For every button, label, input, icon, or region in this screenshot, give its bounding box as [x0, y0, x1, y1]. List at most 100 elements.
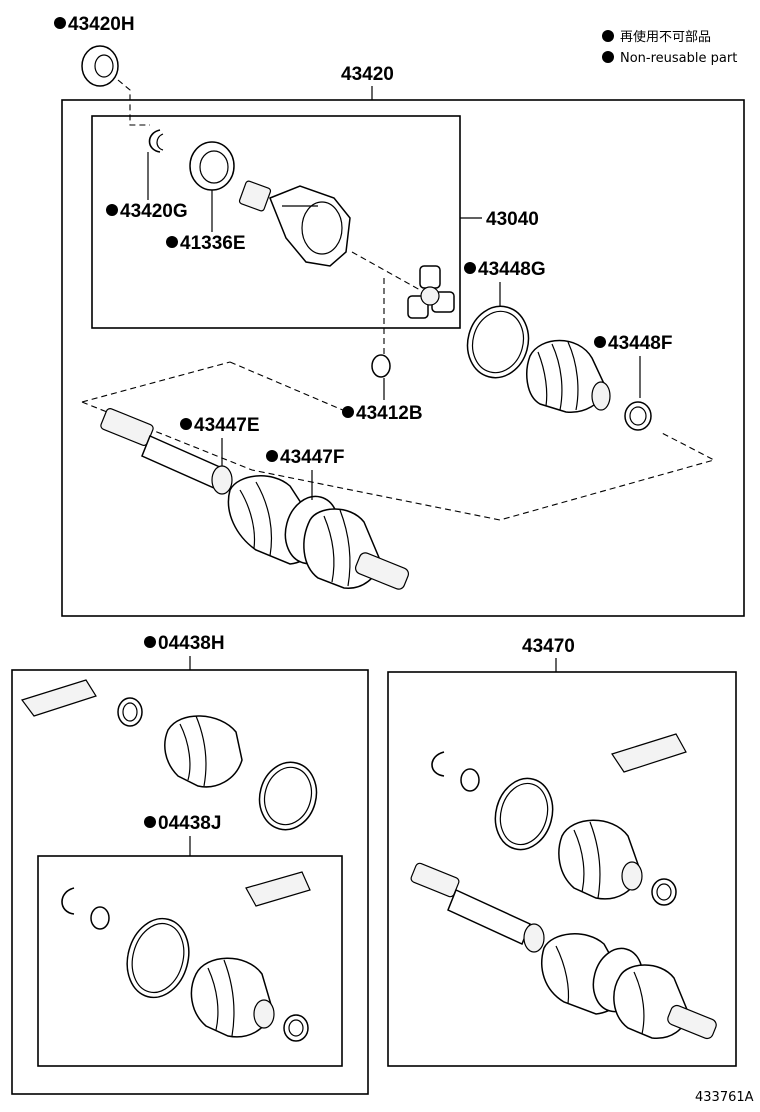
shaft-stub-end	[667, 1004, 717, 1040]
housing-body	[269, 185, 351, 267]
label-43420G: 43420G	[120, 201, 188, 222]
non-reusable-bullet	[180, 418, 192, 430]
clamp-inner	[471, 310, 525, 374]
label-43470: 43470	[522, 636, 575, 657]
kit-04438H[interactable]: 04438H	[11, 633, 369, 1095]
small-ring	[460, 768, 480, 792]
joint-housing[interactable]	[238, 180, 351, 267]
housing-stem	[238, 180, 272, 212]
non-reusable-bullet	[166, 236, 178, 248]
small-clamp-inner	[656, 883, 672, 901]
small-clamp-inner	[288, 1019, 304, 1037]
small-clamp	[283, 1014, 309, 1042]
non-reusable-bullet	[106, 204, 118, 216]
snap-ring-43420G	[148, 129, 161, 153]
non-reusable-bullet	[54, 17, 66, 29]
part-43447E[interactable]: 43447E	[180, 415, 260, 466]
seal-inner	[94, 54, 114, 78]
label-43420: 43420	[341, 64, 394, 85]
frame-04438J	[37, 855, 343, 1067]
boot-fold-2	[589, 821, 601, 899]
label-04438H: 04438H	[158, 633, 225, 654]
part-41336E[interactable]: 41336E	[166, 141, 246, 254]
label-43448F: 43448F	[608, 333, 672, 354]
dashed-edge-top-left	[81, 361, 231, 403]
boot[interactable]	[526, 339, 611, 413]
frame-04438H	[11, 669, 369, 1095]
boot2-fold	[633, 971, 645, 1035]
shaft-stub-end	[354, 552, 410, 590]
large-clamp-inner	[131, 922, 185, 994]
frame-43470	[387, 671, 737, 1067]
small-clamp	[651, 878, 677, 906]
tripod-joint[interactable]	[407, 265, 455, 319]
boot-04438H	[164, 715, 243, 788]
drive-shaft[interactable]	[100, 407, 411, 591]
shaft-collar	[211, 465, 233, 495]
ring-inner	[199, 150, 229, 184]
non-reusable-bullet	[342, 406, 354, 418]
boot2-fold-2	[339, 509, 351, 587]
boot-fold-1	[573, 829, 585, 893]
tripod-hub	[420, 286, 440, 306]
legend-bullet-jp	[602, 30, 614, 42]
boot1-fold-2	[255, 481, 273, 557]
label-43040: 43040	[486, 209, 539, 230]
label-43412B: 43412B	[356, 403, 423, 424]
housing-opening	[301, 201, 343, 255]
part-43420G[interactable]: 43420G	[106, 129, 188, 222]
seal-43420H-shape	[81, 45, 119, 87]
boot-fold-2	[551, 343, 563, 411]
small-clamp	[117, 697, 143, 727]
shaft-bar	[141, 434, 223, 490]
frame-43040	[91, 115, 461, 329]
frame-43420	[61, 99, 745, 617]
boot-neck	[621, 861, 643, 891]
kit-04438J[interactable]: 04438J	[37, 813, 343, 1067]
clamp-43448G	[466, 305, 530, 379]
boot-neck	[591, 381, 611, 411]
tripod-top	[419, 265, 441, 289]
legend: 再使用不可部品 Non-reusable part	[602, 29, 737, 66]
large-clamp-inner	[499, 782, 549, 846]
dashed-outline	[81, 401, 716, 521]
boot-fold-1	[537, 351, 548, 407]
shaft-spline-end	[100, 408, 154, 446]
shaft-collar	[523, 923, 545, 953]
boot-fold-1	[179, 723, 191, 781]
part-43448G[interactable]: 43448G	[460, 259, 546, 385]
non-reusable-bullet	[594, 336, 606, 348]
label-43447F: 43447F	[280, 447, 344, 468]
boot1-fold	[555, 945, 570, 1005]
assembly-43420: 43420	[61, 64, 745, 617]
large-clamp	[126, 917, 190, 999]
label-43420H: 43420H	[68, 14, 135, 35]
grease-packet	[245, 871, 311, 907]
part-43420H[interactable]: 43420H	[54, 14, 135, 87]
non-reusable-bullet	[464, 262, 476, 274]
boot-fold-3	[567, 341, 579, 411]
clamp-43448F	[624, 401, 652, 431]
part-43412B[interactable]: 43412B	[342, 278, 423, 424]
snap-ring	[431, 751, 445, 777]
large-clamp	[258, 761, 318, 831]
clamp-inner	[629, 406, 647, 426]
small-clamp-inner	[122, 702, 138, 722]
label-43448G: 43448G	[478, 259, 546, 280]
snap-ring-inner	[156, 133, 164, 151]
subassembly-43040: 43040	[91, 115, 539, 329]
grease-packet	[21, 679, 97, 717]
legend-en-text: Non-reusable part	[620, 51, 737, 66]
boot1-fold-1	[239, 489, 256, 549]
part-43447F[interactable]: 43447F	[266, 447, 344, 500]
part-43448F[interactable]: 43448F	[594, 333, 672, 431]
shaft-spline-end	[410, 862, 460, 898]
assembly-43470[interactable]: 43470	[387, 636, 737, 1067]
snap-ring	[61, 887, 75, 915]
large-clamp-inner	[263, 766, 313, 826]
grease-packet	[611, 733, 687, 773]
leader-43420H	[117, 79, 150, 126]
boot-fold-2	[223, 959, 235, 1037]
